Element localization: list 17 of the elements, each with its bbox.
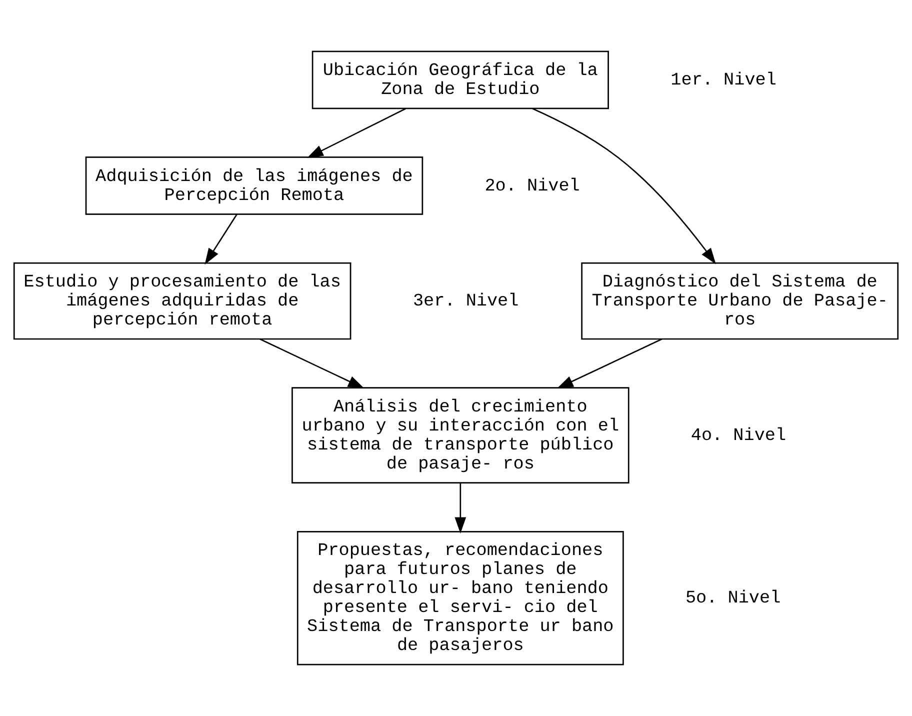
node-box: Adquisición de las imágenes de Percepción Remota xyxy=(85,156,424,215)
node-label: 4o. Nivel xyxy=(690,426,786,446)
node-box: Propuestas, recomendaciones para futuros planes de desarrollo ur- bano teniendo presente el servi- cio del Sistema de Transporte ur bano de pasajeros xyxy=(296,530,624,666)
arrow xyxy=(307,108,406,158)
arrow xyxy=(454,482,466,534)
node-box: Análisis del crecimiento urbano y su interacción con el sistema de transporte público de pasaje- ros xyxy=(292,387,630,484)
arrow xyxy=(259,338,364,389)
node-label: 5o. Nivel xyxy=(685,588,781,609)
node-label: 2o. Nivel xyxy=(484,176,580,196)
arrow xyxy=(556,338,662,389)
node-box: Estudio y procesamiento de las imágenes adquiridas de percepción remota xyxy=(13,262,352,340)
arrow xyxy=(204,214,238,265)
node-box: Diagnóstico del Sistema de Transporte Urbano de Pasaje- ros xyxy=(581,262,899,340)
node-box: Ubicación Geográfica de la Zona de Estudio xyxy=(312,50,609,110)
node-label: 1er. Nivel xyxy=(670,70,776,91)
arrow xyxy=(532,108,716,264)
node-label: 3er. Nivel xyxy=(412,292,519,312)
